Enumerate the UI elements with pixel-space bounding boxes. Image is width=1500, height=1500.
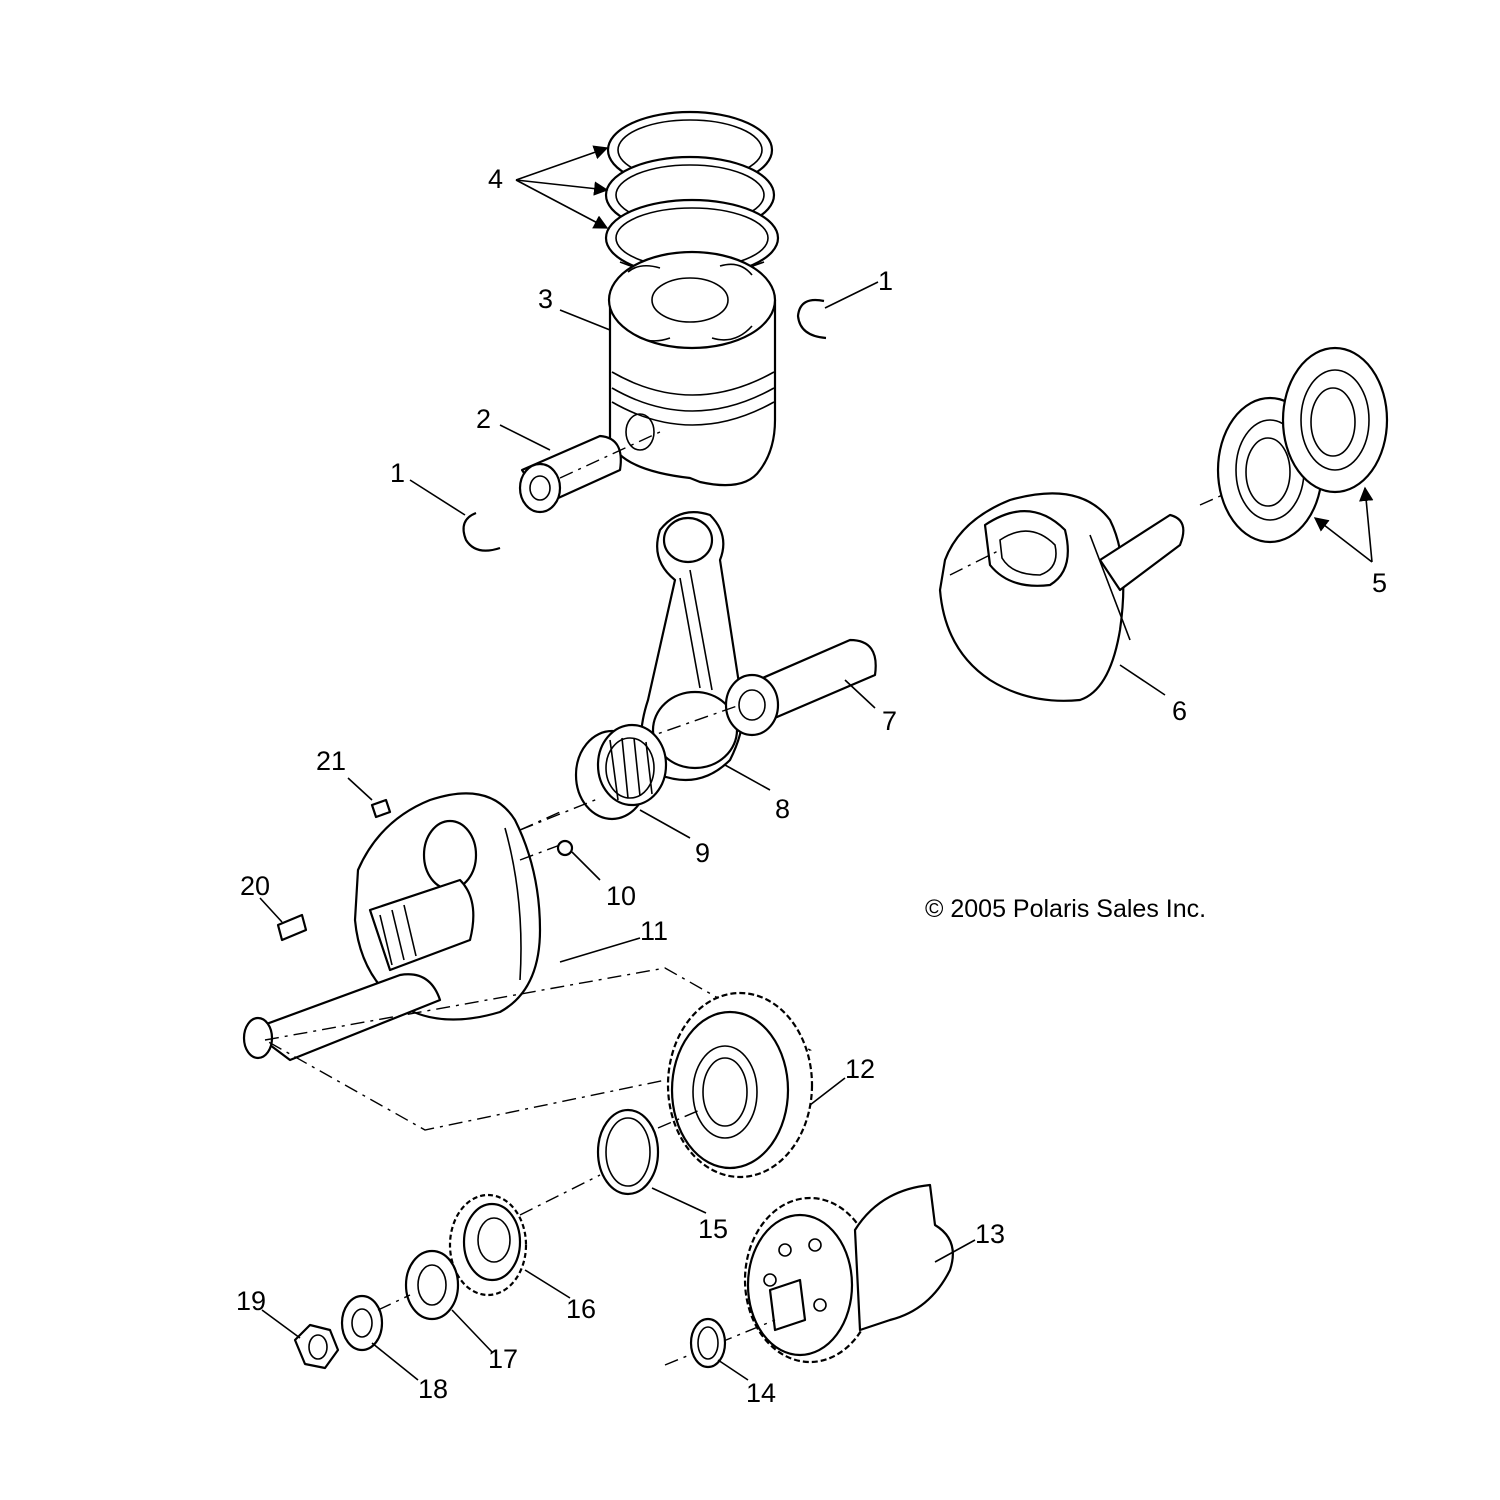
connecting-rod: [640, 511, 745, 782]
callout-4: 4: [488, 164, 503, 194]
thrust-washer-14: [689, 1317, 727, 1369]
crank-half-left: [242, 792, 561, 1062]
washer-18: [340, 1294, 411, 1352]
crank-gear: [666, 991, 814, 1179]
piston: [607, 250, 777, 487]
nut-19: [293, 1323, 340, 1370]
woodruff-key-21: [370, 798, 392, 819]
callout-1-right: 1: [878, 266, 893, 296]
main-bearings: [1216, 346, 1389, 544]
leader-lines: [259, 145, 1374, 1381]
callout-12: 12: [845, 1054, 875, 1084]
woodruff-key-20: [276, 913, 308, 942]
assembly-outline: [262, 967, 812, 1131]
callout-11: 11: [640, 916, 668, 946]
circlip-left: [462, 511, 501, 552]
needle-bearing: [519, 723, 668, 831]
callout-19: 19: [236, 1286, 266, 1316]
locating-pin-10: [556, 839, 574, 857]
balance-shaft: [664, 1183, 954, 1366]
callout-20: 20: [240, 871, 270, 901]
callout-3: 3: [538, 284, 553, 314]
drive-gear: [448, 1193, 528, 1297]
callout-15: 15: [698, 1214, 728, 1244]
crank-pin: [639, 638, 877, 741]
callout-1-left: 1: [390, 458, 405, 488]
callout-17: 17: [488, 1344, 518, 1374]
castle-nut: [404, 1249, 460, 1321]
callout-8: 8: [775, 794, 790, 824]
piston-pin: [518, 431, 661, 514]
callout-6: 6: [1172, 696, 1187, 726]
piston-rings: [604, 110, 780, 278]
callout-13: 13: [975, 1219, 1005, 1249]
callout-7: 7: [882, 706, 897, 736]
crank-half-right: [938, 484, 1246, 702]
callout-18: 18: [418, 1374, 448, 1404]
callout-labels: 4 1 3 2 1 5 6 7 8 9 21 20 10 11 12 13 15…: [236, 164, 1387, 1408]
callout-9: 9: [695, 838, 710, 868]
callout-2: 2: [476, 404, 491, 434]
callout-5: 5: [1372, 568, 1387, 598]
circlip-right: [796, 298, 827, 340]
callout-21: 21: [316, 746, 346, 776]
callout-16: 16: [566, 1294, 596, 1324]
callout-10: 10: [606, 881, 636, 911]
copyright-notice: © 2005 Polaris Sales Inc.: [925, 895, 1206, 923]
thrust-washer: [519, 1108, 701, 1216]
callout-14: 14: [746, 1378, 776, 1408]
